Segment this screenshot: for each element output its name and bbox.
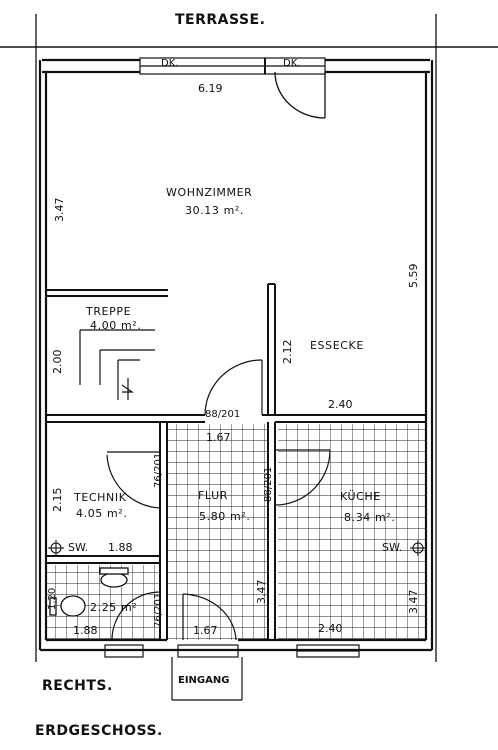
room-area-flur: 5.80 m². bbox=[199, 510, 251, 523]
side-label-rechts: RECHTS. bbox=[42, 678, 113, 694]
entrance bbox=[171, 657, 243, 701]
floor-label-erdgeschoss: ERDGESCHOSS. bbox=[35, 723, 163, 739]
room-area-treppe: 4.00 m². bbox=[90, 319, 142, 332]
dim-wc-width: 1.88 bbox=[73, 624, 98, 637]
sw-left-label: SW. bbox=[68, 541, 89, 554]
bottom-windows bbox=[104, 644, 360, 658]
dim-wc-height: 1.20 bbox=[47, 587, 58, 610]
window-label-left: DK. bbox=[161, 58, 179, 69]
dim-sw-left-value: 1.88 bbox=[108, 541, 133, 554]
terrace-door bbox=[274, 71, 326, 119]
sw-markers bbox=[48, 540, 426, 556]
stairs bbox=[79, 329, 155, 400]
dim-technik-height: 2.15 bbox=[51, 487, 64, 513]
room-name-treppe: TREPPE bbox=[86, 305, 132, 318]
sw-right-label: SW. bbox=[382, 541, 403, 554]
dim-essecke-width: 2.40 bbox=[328, 398, 353, 411]
wc-fixtures bbox=[49, 567, 129, 617]
dim-kueche-height: 3.47 bbox=[407, 589, 420, 615]
dim-kueche-width-bottom: 2.40 bbox=[318, 622, 343, 635]
dim-essecke-wall: 2.12 bbox=[281, 339, 294, 365]
terrace-boundary bbox=[0, 14, 498, 662]
dim-technik-door: 76/201 bbox=[153, 452, 164, 488]
dim-treppe-height: 2.00 bbox=[51, 349, 64, 375]
entrance-label: EINGANG bbox=[178, 675, 230, 686]
top-windows bbox=[139, 57, 326, 75]
room-name-wohnzimmer: WOHNZIMMER bbox=[166, 186, 253, 199]
dim-top-width: 6.19 bbox=[198, 82, 223, 95]
interior-walls bbox=[46, 283, 426, 640]
dim-flur-door-top: 88/201 bbox=[205, 409, 241, 420]
room-name-essecke: ESSECKE bbox=[310, 339, 364, 352]
room-name-flur: FLUR bbox=[198, 489, 229, 502]
room-area-technik: 4.05 m². bbox=[76, 507, 128, 520]
dim-flur-width-bottom: 1.67 bbox=[193, 624, 218, 637]
room-area-wohnzimmer: 30.13 m². bbox=[185, 204, 245, 217]
dim-flur-width-top: 1.67 bbox=[206, 431, 231, 444]
room-name-technik: TECHNIK bbox=[74, 491, 127, 504]
room-area-kueche: 8.34 m². bbox=[344, 511, 396, 524]
dim-flur-height: 3.47 bbox=[255, 579, 268, 605]
dim-wc-door: 76/201 bbox=[153, 592, 164, 628]
dim-left-height-upper: 3.47 bbox=[53, 197, 66, 223]
window-label-right: DK. bbox=[283, 58, 301, 69]
terrace-label: TERRASSE. bbox=[175, 12, 266, 28]
dim-kueche-door: 88/201 bbox=[263, 466, 274, 502]
dim-right-height: 5.59 bbox=[407, 263, 420, 289]
room-area-wc: 2.25 m² bbox=[90, 601, 138, 614]
door-swings bbox=[106, 359, 331, 641]
room-name-kueche: KÜCHE bbox=[340, 490, 381, 503]
